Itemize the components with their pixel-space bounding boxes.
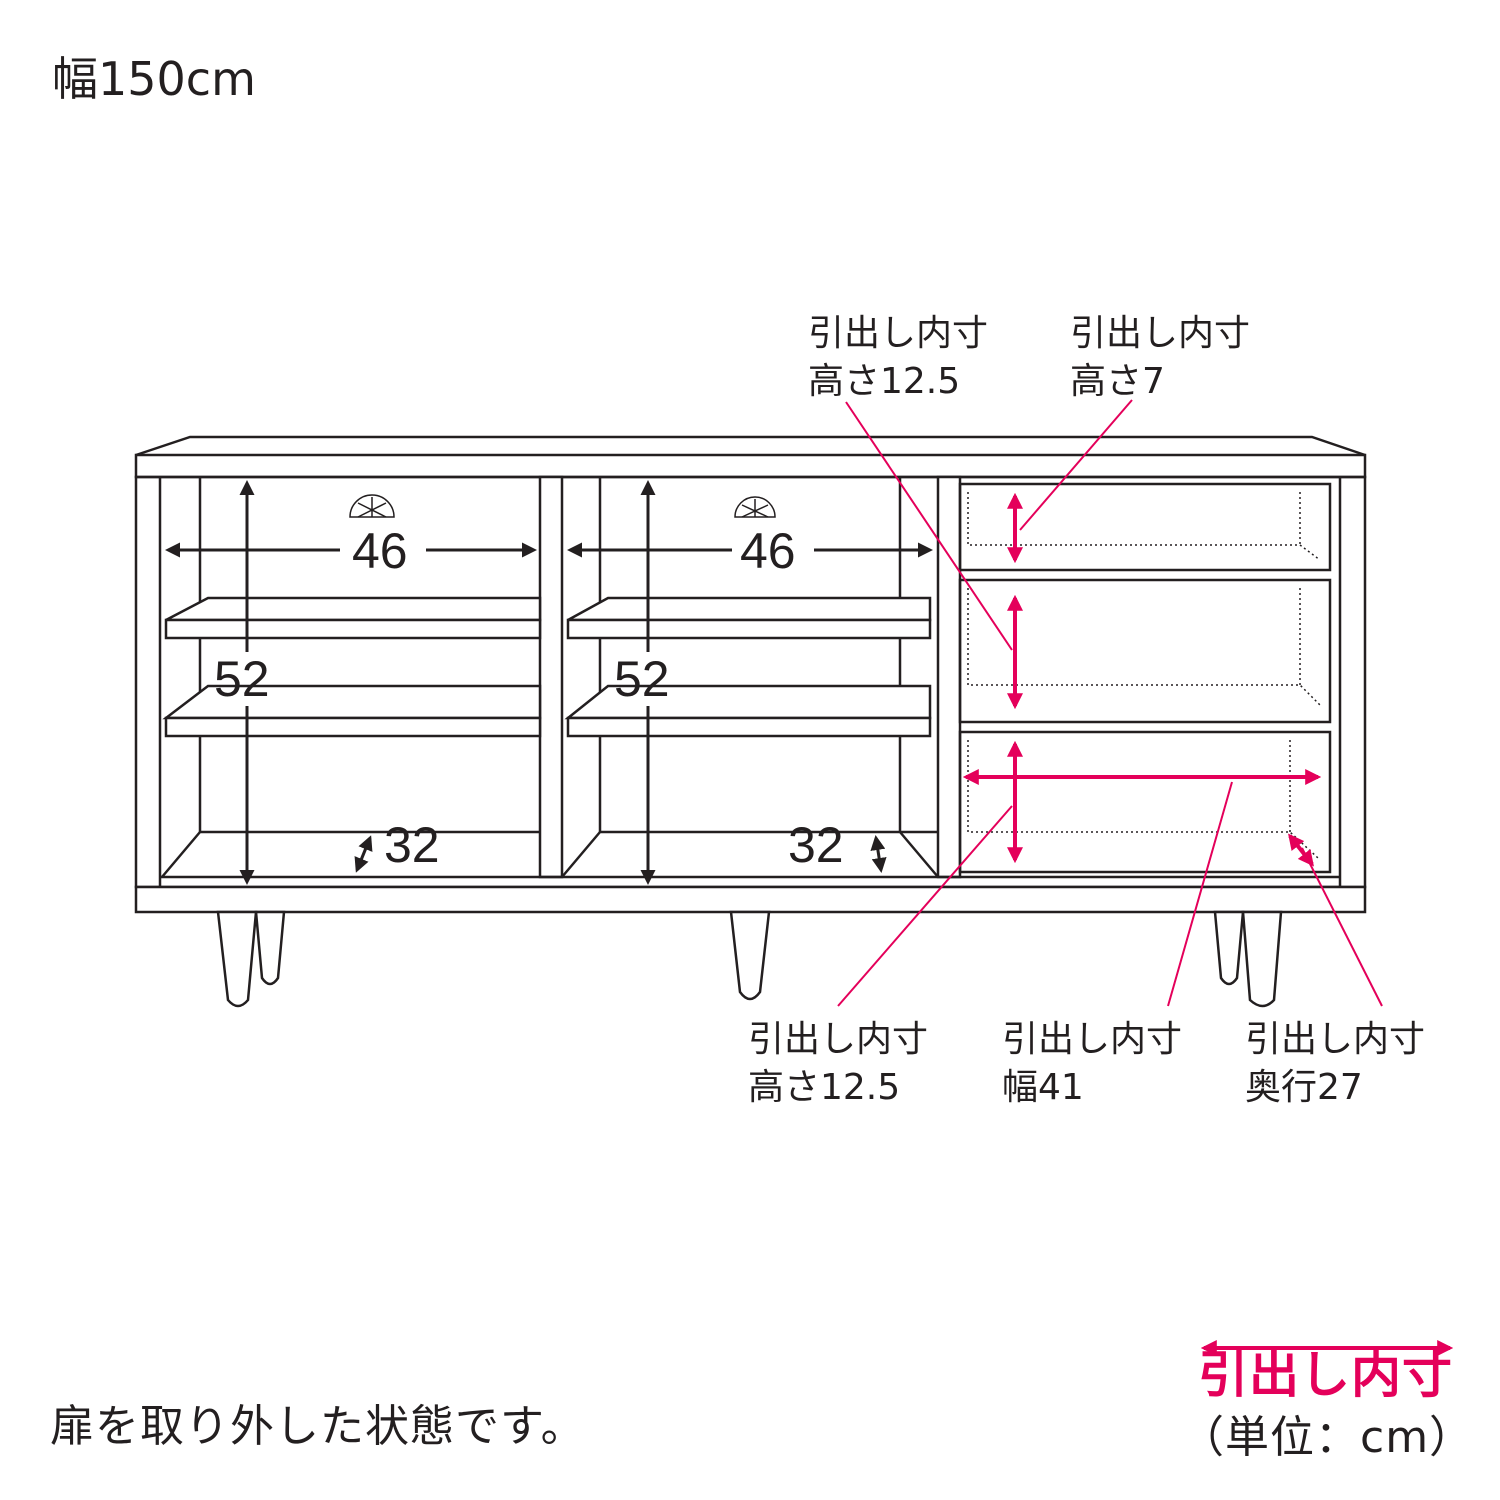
drawer-dimension-arrows xyxy=(962,492,1454,1356)
callout-drawer2-height: 引出し内寸 高さ12.5 xyxy=(808,313,989,402)
left-width-label: 46 xyxy=(352,523,408,579)
drawer-inner-dotted xyxy=(967,492,1321,859)
page-title: 幅150cm xyxy=(52,52,256,106)
right-height-label: 52 xyxy=(614,651,670,707)
leader-lines xyxy=(837,399,1383,1007)
legend-label: 引出し内寸 xyxy=(1198,1346,1453,1404)
left-depth-label: 32 xyxy=(384,817,440,873)
cable-hole-icon xyxy=(349,494,776,518)
shelf-dimension-arrows xyxy=(165,480,933,885)
right-depth-label: 32 xyxy=(788,817,844,873)
callout-drawer1-height: 引出し内寸 高さ7 xyxy=(1070,313,1251,402)
unit-label: （単位：cm） xyxy=(1180,1412,1475,1463)
callout-drawer-depth: 引出し内寸 奥行27 xyxy=(1245,1019,1426,1108)
right-width-label: 46 xyxy=(740,523,796,579)
callout-drawer3-height: 引出し内寸 高さ12.5 xyxy=(748,1019,929,1108)
left-height-label: 52 xyxy=(214,651,270,707)
cabinet-legs xyxy=(216,910,1283,1008)
door-removed-note: 扉を取り外した状態です。 xyxy=(50,1401,586,1452)
callout-drawer-width: 引出し内寸 幅41 xyxy=(1002,1019,1183,1108)
